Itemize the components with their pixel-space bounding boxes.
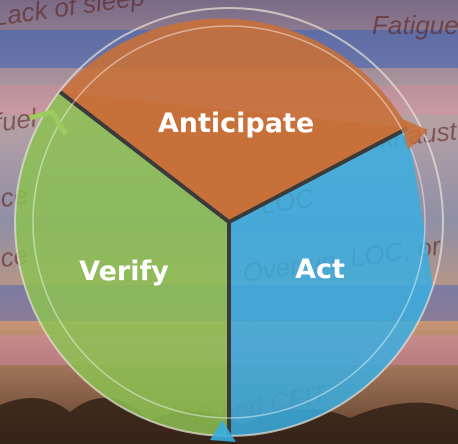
background-text: fuel bbox=[0, 102, 40, 138]
divider-line bbox=[228, 126, 409, 224]
segment-anticipate-arc bbox=[60, 18, 408, 223]
label-anticipate: Anticipate bbox=[158, 108, 314, 139]
label-act: Act bbox=[295, 254, 345, 285]
cycle-arrow-icon bbox=[210, 420, 236, 442]
cycle-arrow-icon bbox=[29, 109, 69, 136]
divider-line bbox=[58, 90, 231, 224]
label-verify: Verify bbox=[79, 256, 169, 287]
segment-verify bbox=[15, 8, 229, 436]
background-text: Fatigue bbox=[372, 10, 458, 40]
inner-ring bbox=[32, 25, 426, 419]
cycle-arrow-icon bbox=[400, 118, 428, 150]
